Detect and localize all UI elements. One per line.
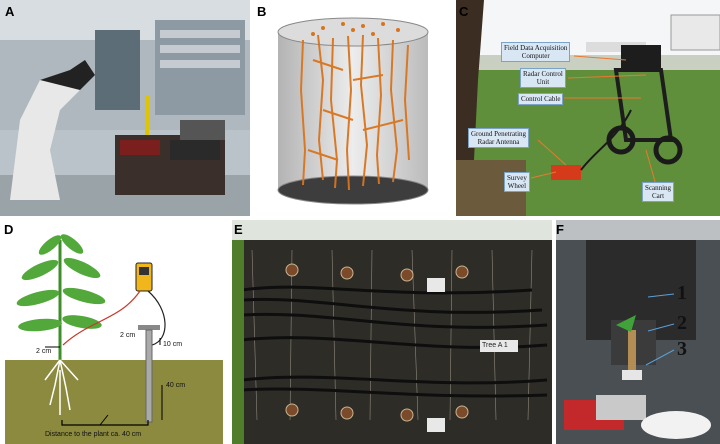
panel-f-sensor-mount-photo: F 1 2 3 — [556, 220, 720, 444]
callout-survey-wheel: Survey Wheel — [504, 172, 530, 192]
mount-scene — [556, 220, 720, 444]
panel-label-e: E — [234, 222, 243, 237]
plant-probe-illustration — [5, 234, 223, 444]
callout-control-cable: Control Cable — [518, 93, 564, 105]
panel-d-plant-probe-diagram: D 2 cm 2 cm 10 cm 40 cm Distance to the … — [0, 220, 228, 444]
dim-2cm-left: 2 cm — [36, 348, 52, 355]
electrode-cylinder-scene — [232, 220, 552, 444]
dim-2cm-probe: 2 cm — [120, 332, 136, 339]
callout-scanning-cart: Scanning Cart — [642, 182, 675, 202]
callout-field-data-computer: Field Data Acquisition Computer — [501, 42, 571, 62]
callout-gpr-antenna: Ground Penetrating Radar Antenna — [468, 128, 530, 148]
lab-scene — [0, 0, 250, 216]
tree-tag: Tree A 1 — [482, 342, 508, 349]
panel-b-root-3d-render: B — [253, 0, 453, 216]
callout-number-2: 2 — [677, 312, 687, 334]
callout-radar-control-unit: Radar Control Unit — [520, 68, 566, 88]
panel-e-sensor-cylinder-photo: E Tree A 1 — [232, 220, 552, 444]
root-cylinder-render — [277, 17, 429, 205]
dim-40cm: 40 cm — [166, 382, 186, 389]
panel-c-gpr-field-photo: C Field Data Acquisition Computer Radar … — [456, 0, 720, 216]
panel-label-a: A — [5, 4, 15, 19]
dim-10cm: 10 cm — [163, 341, 183, 348]
panel-label-b: B — [257, 4, 267, 19]
panel-label-f: F — [556, 222, 564, 237]
callout-number-1: 1 — [677, 282, 687, 304]
panel-label-d: D — [4, 222, 14, 237]
panel-label-c: C — [459, 4, 469, 19]
field-scene — [456, 0, 720, 216]
callout-number-3: 3 — [677, 338, 687, 360]
distance-label: Distance to the plant ca. 40 cm — [45, 431, 142, 438]
panel-a-robotic-lab-photo: A — [0, 0, 250, 216]
